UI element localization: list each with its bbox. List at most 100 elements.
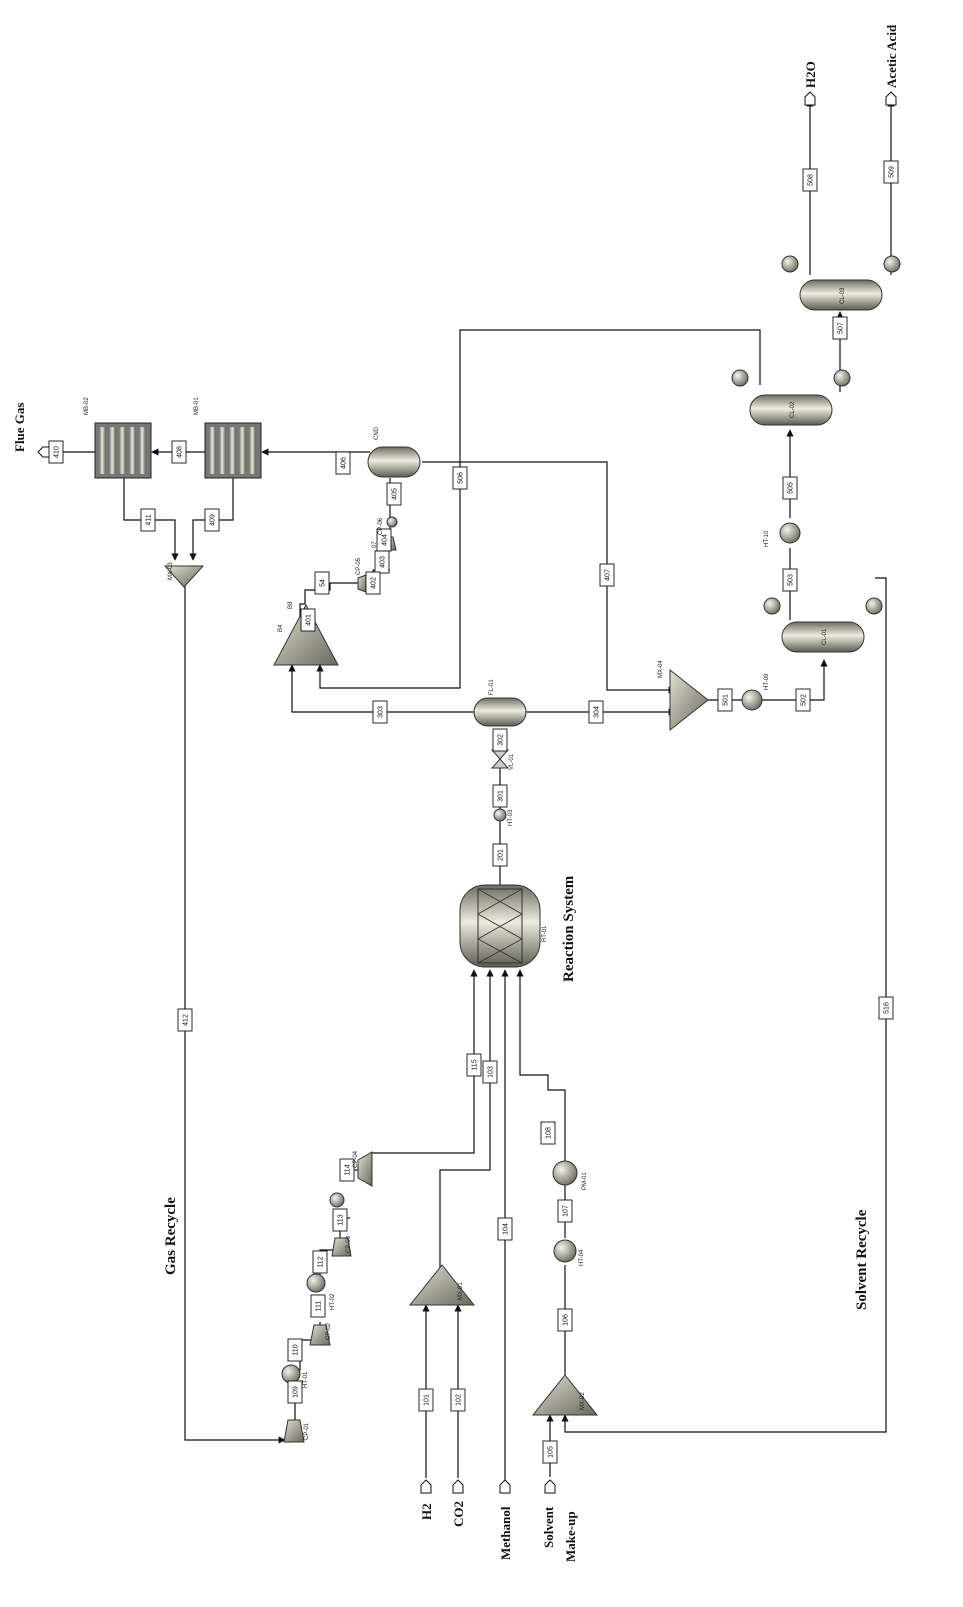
stream-box <box>335 451 351 475</box>
column-cl03 <box>781 255 901 311</box>
tag-cp02: CP-02 <box>326 1322 332 1340</box>
pump-pm01 <box>552 1160 578 1186</box>
tag-ht09: HT-09 <box>764 673 770 690</box>
stream-110-label: 110 <box>287 1338 303 1362</box>
stream-401-label: 401 <box>300 608 316 632</box>
stream-505-label: 505 <box>782 476 798 500</box>
stream-box <box>452 466 468 490</box>
tag-cp03: CP-03 <box>346 1235 352 1253</box>
stream-number: 110 <box>293 1344 300 1355</box>
stream-box <box>372 700 388 724</box>
stream-303-label: 303 <box>372 700 388 724</box>
tag-cp04: CP-04 <box>353 1150 359 1168</box>
stream-104-label: 104 <box>497 1217 513 1241</box>
stream-number: 105 <box>548 1446 555 1458</box>
stream-box <box>782 568 798 592</box>
stream-box <box>557 1308 573 1332</box>
heater-ht01 <box>281 1364 301 1384</box>
stream-number: 112 <box>318 1256 325 1267</box>
valve-vl01 <box>490 749 510 769</box>
membrane-mb01 <box>204 422 262 479</box>
stream-number: 403 <box>380 556 387 568</box>
splitter-b4 <box>273 603 339 666</box>
stream-501-label: 501 <box>717 688 733 712</box>
stream-box <box>599 563 615 587</box>
stream-box <box>48 440 64 464</box>
stream-516-label: 516 <box>878 996 894 1020</box>
compressor-cp03 <box>331 1237 352 1257</box>
stream-number: 401 <box>306 614 313 626</box>
h2-terminal-icon <box>420 1479 432 1494</box>
stream-number: 408 <box>177 446 184 458</box>
terminal-methanol: Methanol <box>498 1506 513 1560</box>
stream-number: 516 <box>884 1002 891 1014</box>
cooler-small-icon <box>386 516 398 528</box>
stream-106-label: 106 <box>557 1308 573 1332</box>
terminal-make-up: Make-up <box>563 1511 578 1562</box>
co2-terminal-icon <box>452 1479 464 1494</box>
terminal-h2o: H2O <box>803 61 818 88</box>
stream-box <box>802 168 818 192</box>
stream-412-label: 412 <box>177 1008 193 1032</box>
stream-box <box>782 476 798 500</box>
heater-ht02-icon <box>329 1192 345 1208</box>
stream-54-label: 54 <box>314 571 330 595</box>
stream-box <box>883 160 899 184</box>
stream-box <box>312 1250 328 1274</box>
stream-number: 113 <box>338 1214 345 1225</box>
stream-number: 404 <box>382 534 389 546</box>
stream-409-label: 409 <box>204 508 220 532</box>
reactor-rt01 <box>459 884 541 968</box>
heater-ht10 <box>779 522 801 544</box>
stream-box <box>717 688 733 712</box>
stream-502-label: 502 <box>795 688 811 712</box>
stream-box <box>171 440 187 464</box>
membrane-mb02 <box>94 422 152 479</box>
stream-508-label: 508 <box>802 168 818 192</box>
tag-cl03: CL-03 <box>840 287 846 304</box>
stream-box <box>497 1217 513 1241</box>
unit-tags: MB-02 MB-01 CND MX-03 B4 B8 CP-05 CP-06 … <box>84 287 846 1440</box>
stream-number: 54 <box>320 579 327 587</box>
section-solvent-recycle: Solvent Recycle <box>854 1209 870 1310</box>
stream-number: 411 <box>146 514 153 525</box>
stream-402-label: 402 <box>365 571 381 595</box>
tag-rt01: RT-01 <box>542 925 548 942</box>
stream-111-label: 111 <box>310 1294 326 1318</box>
stream-number: 102 <box>456 1394 463 1406</box>
tag-mb01: MB-01 <box>194 397 200 415</box>
terminal-acetic-acid: Acetic Acid <box>884 24 899 88</box>
stream-411-label: 411 <box>140 508 156 532</box>
stream-410-label: 410 <box>48 440 64 464</box>
stream-box <box>204 508 220 532</box>
stream-number: 201 <box>498 849 505 861</box>
stream-box <box>332 1208 348 1232</box>
stream-number: 508 <box>808 174 815 186</box>
stream-number: 505 <box>788 482 795 494</box>
stream-506-label: 506 <box>452 466 468 490</box>
stream-107-label: 107 <box>557 1199 573 1223</box>
stream-number: 106 <box>563 1314 570 1326</box>
stream-102-label: 102 <box>450 1388 466 1412</box>
stream-115-label: 115 <box>466 1053 482 1077</box>
stream-105-label: 105 <box>542 1440 558 1464</box>
mixer-mx02 <box>531 1374 599 1416</box>
stream-box <box>374 550 390 574</box>
stream-507-label: 507 <box>832 316 848 340</box>
stream-number: 412 <box>183 1014 190 1026</box>
stream-box <box>795 688 811 712</box>
stream-box <box>300 608 316 632</box>
methanol-terminal-icon <box>499 1479 511 1494</box>
stream-box <box>466 1053 482 1077</box>
stream-number: 405 <box>392 488 399 500</box>
tag-ht03: HT-03 <box>508 809 514 826</box>
stream-101-label: 101 <box>418 1388 434 1412</box>
stream-box <box>177 1008 193 1032</box>
stream-number: 502 <box>801 694 808 706</box>
column-cl02 <box>731 369 851 426</box>
stream-box <box>557 1199 573 1223</box>
stream-number: 503 <box>788 574 795 586</box>
stream-113-label: 113 <box>332 1208 348 1232</box>
stream-number: 402 <box>371 577 378 589</box>
